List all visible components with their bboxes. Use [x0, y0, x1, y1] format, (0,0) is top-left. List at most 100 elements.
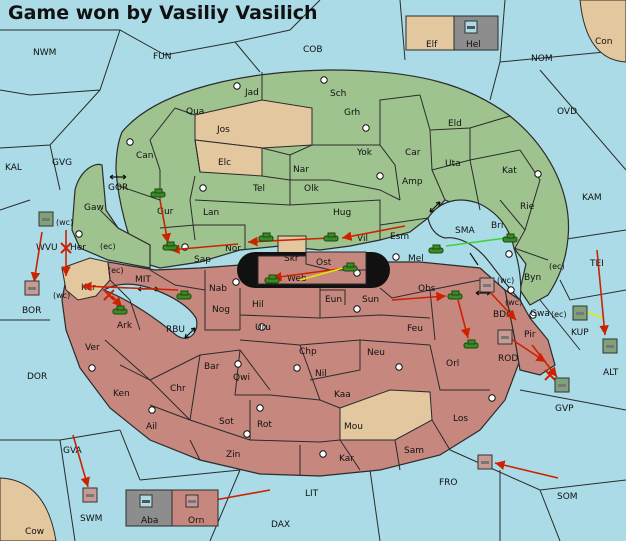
label-hug: Hug: [333, 208, 351, 218]
label-orl: Orl: [446, 359, 459, 369]
label-kar: Kar: [339, 454, 354, 464]
support-green-sma: [445, 237, 507, 247]
label-grh: Grh: [344, 108, 360, 118]
west-coast: [61, 257, 111, 301]
label-los: Los: [453, 414, 468, 424]
label-nog: Nog: [212, 305, 230, 315]
order-bdc: [487, 289, 517, 321]
order-ark: [111, 295, 123, 308]
label-lan: Lan: [203, 208, 219, 218]
label-byn: Byn: [524, 273, 541, 283]
label-nom: NOM: [531, 54, 553, 64]
label-gva: GVA: [63, 446, 83, 456]
label-rie: Rie: [520, 202, 535, 212]
label-gvg: GVG: [52, 158, 72, 168]
coast-kor-wc: (wc): [53, 291, 70, 300]
label-rot: Rot: [257, 420, 272, 430]
label-alt: ALT: [603, 368, 619, 378]
label-nab: Nab: [209, 284, 227, 294]
army-icon: [342, 262, 358, 272]
green-peninsula: [71, 163, 151, 269]
label-dor: DOR: [27, 372, 47, 382]
label-gvp: GVP: [555, 404, 574, 414]
order-web: [271, 267, 347, 282]
hud-aba-label: Aba: [141, 516, 158, 526]
coast-byn-ec: (ec): [549, 262, 565, 271]
army-icon: [264, 274, 280, 284]
label-nar: Nar: [293, 165, 309, 175]
label-sch: Sch: [330, 89, 346, 99]
order-tei: [596, 249, 609, 336]
label-swm: SWM: [80, 514, 102, 524]
label-sam: Sam: [404, 446, 424, 456]
label-bdc: BDC: [493, 310, 512, 320]
order-sap: [169, 243, 239, 254]
south-borders: [104, 261, 490, 475]
label-som: SOM: [557, 492, 578, 502]
coast-wvu-ec: (ec): [100, 242, 116, 251]
fleet-icon: [464, 20, 478, 34]
fleet-icon: [479, 277, 495, 293]
label-kup: KUP: [571, 328, 589, 338]
label-pir: Pir: [524, 330, 536, 340]
hud-orn-label: Orn: [188, 516, 204, 526]
label-amp: Amp: [402, 177, 423, 187]
label-bri: Bri: [491, 221, 503, 231]
label-uta: Uta: [445, 159, 461, 169]
label-kaa: Kaa: [334, 390, 351, 400]
label-chr: Chr: [170, 384, 186, 394]
move-orders: [30, 199, 609, 506]
fleet-icon: [572, 305, 588, 321]
hud-elf-box[interactable]: [405, 15, 455, 51]
order-obs: [391, 291, 447, 302]
label-fro: FRO: [439, 478, 458, 488]
label-ken: Ken: [113, 389, 130, 399]
label-ail: Ail: [146, 422, 157, 432]
units: [112, 188, 518, 349]
label-tei: TEI: [589, 259, 604, 269]
label-gur: Gur: [157, 207, 174, 217]
label-qwi: Qwi: [233, 373, 250, 383]
label-ver: Ver: [85, 343, 100, 353]
fleet-icon: [139, 494, 153, 508]
army-icon: [258, 232, 274, 242]
label-cow: Cow: [25, 527, 44, 537]
label-chp: Chp: [299, 347, 317, 357]
label-elc: Elc: [218, 158, 231, 168]
label-yok: Yok: [356, 148, 373, 158]
label-skr: Skr: [284, 254, 299, 264]
label-cob: COB: [303, 45, 323, 55]
label-rod: ROD: [498, 354, 518, 364]
label-mit: MIT: [135, 275, 151, 285]
label-uru: Uru: [255, 323, 271, 333]
coast-kor-ec: (ec): [108, 266, 124, 275]
game-title: Game won by Vasiliy Vasilich: [8, 2, 318, 24]
label-bor: BOR: [22, 306, 41, 316]
label-car: Car: [405, 148, 421, 158]
label-gwa: Gwa: [530, 309, 550, 319]
hud-aba-box[interactable]: [125, 489, 173, 527]
label-lit: LIT: [305, 489, 319, 499]
fleets: [24, 211, 618, 503]
army-icon: [502, 233, 518, 243]
label-sap: Sap: [194, 255, 211, 265]
label-dax: DAX: [271, 520, 290, 530]
label-sun: Sun: [362, 295, 379, 305]
label-her: Her: [70, 243, 86, 253]
label-jad: Jad: [244, 88, 259, 98]
fleet-icon: [477, 454, 493, 470]
hud-hel-label: Hel: [466, 40, 481, 50]
label-kor: Kor: [81, 283, 96, 293]
fleet-icon: [497, 329, 513, 345]
army-icon: [150, 188, 166, 198]
label-fun: FUN: [153, 52, 172, 62]
label-gaw: Gaw: [84, 203, 104, 213]
label-wvu: WVU: [36, 243, 58, 253]
order-gva: [72, 434, 90, 488]
supply-centres: [75, 76, 542, 458]
coast-bdc-wc: (wc): [497, 276, 514, 285]
label-feu: Feu: [407, 324, 423, 334]
army-icon: [112, 305, 128, 315]
fleet-icon: [602, 338, 618, 354]
